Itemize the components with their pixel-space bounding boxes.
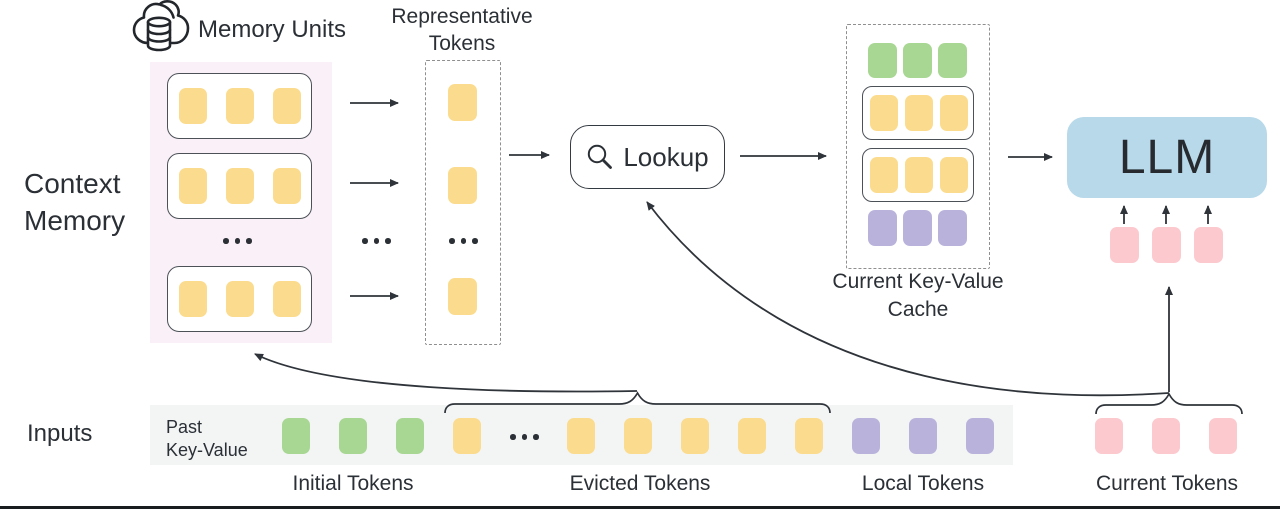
input-token-current <box>1095 418 1123 454</box>
memory-unit-3 <box>167 266 312 332</box>
input-token-local <box>852 418 880 454</box>
cloud-outline <box>132 0 190 45</box>
memory-token <box>273 168 301 204</box>
brace-current-tokens <box>1095 392 1243 415</box>
memory-unit-1 <box>167 73 312 139</box>
ellipsis-dots-input <box>510 433 539 441</box>
current-tokens-label: Current Tokens <box>1095 472 1239 495</box>
database-cylinder-rings <box>146 29 172 43</box>
arrow-evicted-to-memory <box>254 353 638 393</box>
input-token-current <box>1209 418 1237 454</box>
cloud-inner-arc <box>159 3 175 19</box>
cache-memory-unit-1 <box>862 86 974 140</box>
lookup-label: Lookup <box>623 141 709 172</box>
cache-label-line1: Current Key-Value <box>832 270 1004 293</box>
context-memory-line1: Context <box>24 168 121 199</box>
local-tokens-label: Local Tokens <box>861 472 985 495</box>
search-icon <box>588 144 613 169</box>
input-token-evicted <box>453 418 481 454</box>
input-token-local <box>966 418 994 454</box>
past-key-value-label: Past Key-Value <box>166 416 248 462</box>
ellipsis-dots-memory <box>223 237 252 245</box>
context-memory-line2: Memory <box>24 205 126 236</box>
evicted-tokens-label: Evicted Tokens <box>569 472 711 495</box>
lookup-button: Lookup <box>570 125 725 189</box>
memory-unit-2 <box>167 153 312 219</box>
memory-token <box>179 168 207 204</box>
input-token-evicted <box>795 418 823 454</box>
ellipsis-dots-representative <box>449 237 478 245</box>
memory-token <box>226 88 254 124</box>
representative-token <box>448 84 477 121</box>
input-token-evicted <box>567 418 595 454</box>
input-token-evicted <box>681 418 709 454</box>
cache-initial-token <box>903 43 932 78</box>
cache-label-line2: Cache <box>887 298 949 321</box>
representative-token <box>448 278 477 315</box>
past-kv-line1: Past <box>166 417 203 437</box>
cache-memory-unit-2 <box>862 148 974 202</box>
representative-tokens-line1: Representative <box>391 5 533 28</box>
cache-local-token <box>903 210 932 246</box>
cache-initial-token <box>868 43 897 78</box>
memory-units-label: Memory Units <box>198 16 347 43</box>
database-cylinder-top <box>146 16 172 28</box>
memory-token <box>179 88 207 124</box>
llm-label: LLM <box>1118 131 1216 184</box>
database-cylinder-body <box>146 22 172 52</box>
memory-token <box>273 88 301 124</box>
cache-local-token <box>868 210 897 246</box>
cache-memory-token <box>870 95 898 131</box>
context-memory-label: Context Memory <box>24 165 125 239</box>
cache-local-token <box>938 210 967 246</box>
input-token-current <box>1152 418 1180 454</box>
input-token-evicted <box>624 418 652 454</box>
representative-tokens-label: Representative Tokens <box>391 3 532 57</box>
cache-memory-token <box>870 157 898 193</box>
inputs-label: Inputs <box>27 420 93 447</box>
memory-token <box>226 168 254 204</box>
cache-memory-token <box>940 157 968 193</box>
representative-token <box>448 167 477 204</box>
cache-memory-token <box>905 95 933 131</box>
input-token-local <box>909 418 937 454</box>
input-token-initial <box>396 418 424 454</box>
current-kv-cache-label: Current Key-Value Cache <box>832 268 1003 324</box>
ellipsis-dots-middle <box>362 237 391 245</box>
representative-tokens-line2: Tokens <box>428 32 496 55</box>
memory-token <box>179 281 207 317</box>
cache-initial-token <box>938 43 967 78</box>
past-kv-line2: Key-Value <box>166 440 248 460</box>
cache-memory-token <box>905 157 933 193</box>
llm-input-token <box>1194 227 1223 263</box>
llm-input-token <box>1152 227 1181 263</box>
memory-token <box>226 281 254 317</box>
figure-bottom-rule <box>0 506 1280 509</box>
memory-token <box>273 281 301 317</box>
llm-box: LLM <box>1067 117 1267 198</box>
representative-tokens-box <box>425 60 501 345</box>
input-token-initial <box>339 418 367 454</box>
cache-memory-token <box>940 95 968 131</box>
input-token-evicted <box>738 418 766 454</box>
initial-tokens-label: Initial Tokens <box>292 472 414 495</box>
input-token-initial <box>282 418 310 454</box>
cloud-database-icon <box>132 0 190 52</box>
llm-input-token <box>1110 227 1139 263</box>
